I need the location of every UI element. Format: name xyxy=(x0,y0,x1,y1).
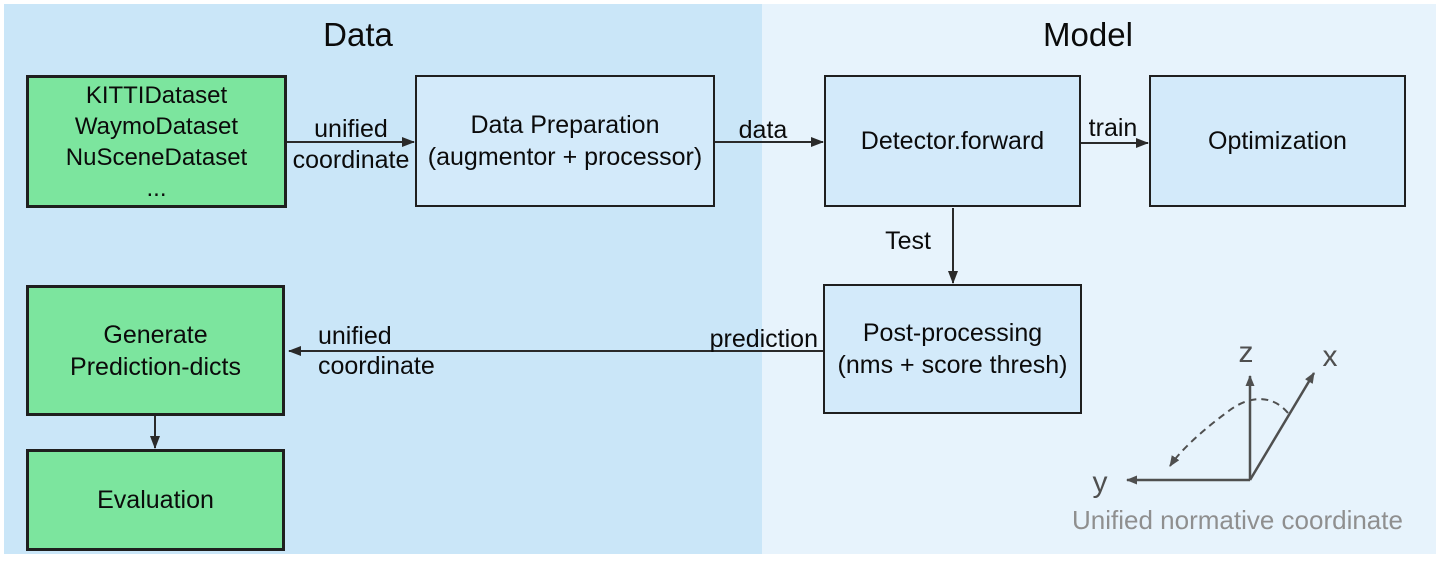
node-detector-forward: Detector.forward xyxy=(824,75,1081,207)
edge-label-train: train xyxy=(1088,114,1138,142)
node-line: Generate xyxy=(103,320,208,349)
node-line: (nms + score thresh) xyxy=(837,351,1068,379)
edge-label-unified-coordinate-top-line2: coordinate xyxy=(292,146,410,174)
node-line: Post-processing xyxy=(862,319,1043,347)
node-line: WaymoDataset xyxy=(74,112,239,140)
node-line: Prediction-dicts xyxy=(70,352,241,381)
node-line: Detector.forward xyxy=(860,127,1045,155)
node-line: (augmentor + processor) xyxy=(427,143,703,171)
node-data-preparation: Data Preparation (augmentor + processor) xyxy=(415,75,715,207)
node-line: Evaluation xyxy=(97,486,214,514)
node-post-processing: Post-processing (nms + score thresh) xyxy=(823,284,1082,414)
data-section-title: Data xyxy=(323,16,393,53)
edge-label-prediction: prediction xyxy=(709,325,818,353)
node-datasets: KITTIDataset WaymoDataset NuSceneDataset… xyxy=(26,75,287,208)
node-evaluation: Evaluation xyxy=(26,449,285,551)
edge-label-unified-coordinate-bottom-line1: unified xyxy=(318,322,392,350)
edge-label-test: Test xyxy=(885,227,931,255)
node-line: Data Preparation xyxy=(470,111,660,139)
node-line: ... xyxy=(146,174,167,202)
node-optimization: Optimization xyxy=(1149,75,1406,207)
node-generate-prediction-dicts: Generate Prediction-dicts xyxy=(26,285,285,416)
edge-label-data: data xyxy=(738,116,788,144)
node-line: NuSceneDataset xyxy=(65,143,248,171)
node-line: KITTIDataset xyxy=(85,81,228,109)
edge-label-unified-coordinate-top-line1: unified xyxy=(314,115,388,143)
edge-label-unified-coordinate-bottom-line2: coordinate xyxy=(318,352,435,380)
node-line: Optimization xyxy=(1208,127,1347,155)
model-section-title: Model xyxy=(1043,16,1133,53)
